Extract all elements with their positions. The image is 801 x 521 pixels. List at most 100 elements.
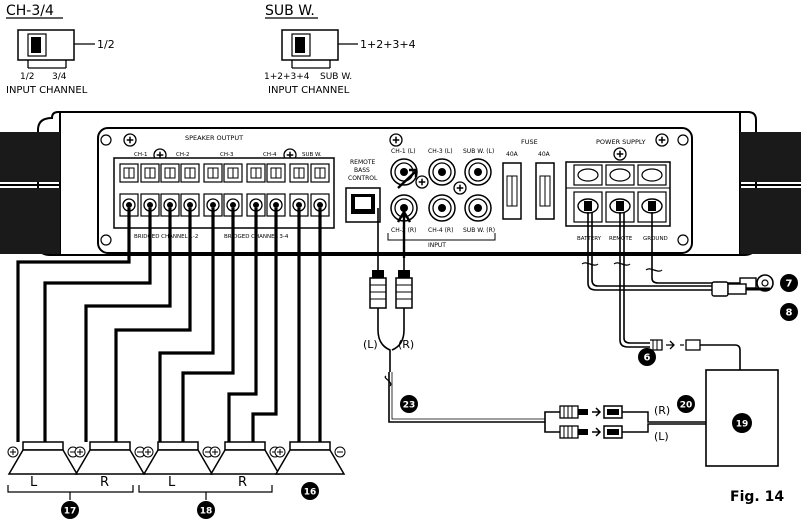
callout-badge: 19 (732, 413, 752, 433)
plus-icon (415, 175, 429, 189)
speaker-wires (16, 208, 322, 442)
rca-label-r: (R) (398, 338, 414, 351)
switch-sub-caption: INPUT CHANNEL (268, 85, 350, 96)
positive-terminal-icon (142, 446, 154, 458)
rca-label-l: (L) (363, 338, 378, 351)
bridge-label-1: BRIDGED CHANNEL 1-2 (134, 234, 198, 240)
switch-sub-pos-right: SUB W. (320, 72, 352, 82)
plus-icon (655, 133, 669, 147)
speaker-terminal (160, 163, 180, 217)
switch-ch34-caption: INPUT CHANNEL (6, 85, 88, 96)
callout-number: 8 (786, 308, 793, 319)
speaker-ch-label: CH-3 (220, 152, 234, 158)
speaker-icon (74, 441, 146, 475)
rca-jack (464, 194, 492, 222)
output-label-r: (R) (654, 404, 670, 417)
speaker-pair2-left-label: L (168, 475, 176, 490)
callout-badge: 8 (780, 303, 798, 321)
power-term-remote: REMOTE (609, 236, 633, 242)
positive-terminal-icon (209, 446, 221, 458)
fuse-label: FUSE (521, 138, 538, 146)
speaker-pair1-left-label: L (30, 475, 38, 490)
fuse-block: FUSE 40A 40A (502, 138, 555, 220)
output-label-l: (L) (654, 430, 669, 443)
speaker-ch-label: CH-4 (263, 152, 277, 158)
negative-terminal-icon (134, 446, 146, 458)
speaker-terminal (289, 163, 309, 217)
speaker-ch-label: CH-1 (134, 152, 147, 158)
switch-ch34-title: CH-3/4 (6, 3, 54, 19)
callout-number: 16 (304, 488, 317, 498)
callout-badge: 6 (638, 348, 656, 366)
callout-badge: 23 (400, 395, 418, 413)
speaker-terminal (119, 163, 139, 217)
speaker-icon (7, 441, 79, 475)
speaker-output-label: SPEAKER OUTPUT (185, 134, 243, 142)
power-wires (587, 212, 745, 348)
callout-number: 17 (64, 507, 77, 517)
fuse-value-2: 40A (538, 151, 551, 158)
callout-badge: 18 (197, 501, 215, 519)
input-label-ch3l: CH-3 (L) (428, 148, 453, 155)
switch-sub-side-label: 1+2+3+4 (360, 38, 416, 51)
switch-sub-title: SUB W. (265, 3, 315, 19)
input-label-subr: SUB W. (R) (463, 227, 495, 234)
remote-bass-label-1: REMOTE (350, 159, 376, 166)
speaker-icon (209, 441, 281, 475)
switch-ch34-pos-right: 3/4 (52, 72, 67, 82)
battery-fuse-holder (711, 281, 770, 297)
power-term-battery: BATTERY (577, 236, 602, 242)
speaker-icon (274, 441, 346, 475)
positive-terminal-icon (274, 446, 286, 458)
power-supply-label: POWER SUPPLY (596, 138, 646, 146)
speaker-terminal (266, 163, 286, 217)
callout-badge: 20 (677, 395, 695, 413)
remote-bass-label-3: CONTROL (348, 175, 378, 182)
remote-bass-label-2: BASS (354, 167, 370, 174)
negative-terminal-icon (334, 446, 346, 458)
power-term-ground: GROUND (643, 236, 668, 242)
switch-ch34-side-label: 1/2 (97, 38, 115, 51)
plus-icon (453, 181, 467, 195)
callout-badge: 16 (301, 482, 319, 500)
speaker-pair1-right-label: R (100, 475, 109, 490)
speaker-terminal (180, 163, 200, 217)
remote-connector (650, 339, 741, 370)
speaker-terminal (223, 163, 243, 217)
speaker-ch-label: CH-2 (176, 152, 189, 158)
speaker-pair2-right-label: R (238, 475, 247, 490)
plus-icon (389, 133, 403, 147)
rca-plugs (369, 270, 413, 309)
switch-sub-pos-left: 1+2+3+4 (264, 72, 310, 82)
callout-badge: 7 (780, 274, 798, 292)
plus-icon (123, 133, 137, 147)
speakers (7, 441, 346, 475)
input-label: INPUT (428, 242, 446, 249)
positive-terminal-icon (7, 446, 19, 458)
speaker-icon (142, 441, 214, 475)
plus-icon (613, 147, 627, 161)
input-label-ch1l: CH-1 (L) (391, 148, 416, 155)
figure-label: Fig. 14 (730, 489, 784, 505)
speaker-ch-label: SUB W. (302, 152, 322, 158)
speaker-terminal (310, 163, 330, 217)
remote-bass-control-block: REMOTE BASS CONTROL (345, 159, 381, 223)
callout-number: 6 (644, 353, 651, 364)
switch-sub-group: SUB W. 1+2+3+4 1+2+3+4 SUB W. INPUT CHAN… (264, 3, 416, 96)
input-label-subl: SUB W. (L) (463, 148, 494, 155)
switch-ch34-pos-left: 1/2 (20, 72, 34, 82)
callouts: 7 8 6 23 20 19 16 17 18 (61, 274, 798, 519)
input-label-ch4r: CH-4 (R) (428, 227, 453, 234)
callout-number: 18 (200, 507, 213, 517)
rca-jack (464, 158, 492, 186)
rca-inline-connectors (559, 405, 623, 439)
rca-jack (428, 194, 456, 222)
callout-number: 20 (680, 401, 693, 411)
callout-number: 23 (403, 401, 416, 411)
rca-jack (428, 158, 456, 186)
speaker-pair-brackets (7, 485, 273, 500)
callout-badge: 17 (61, 501, 79, 519)
switch-ch34-group: CH-3/4 1/2 1/2 3/4 INPUT CHANNEL (6, 3, 115, 96)
